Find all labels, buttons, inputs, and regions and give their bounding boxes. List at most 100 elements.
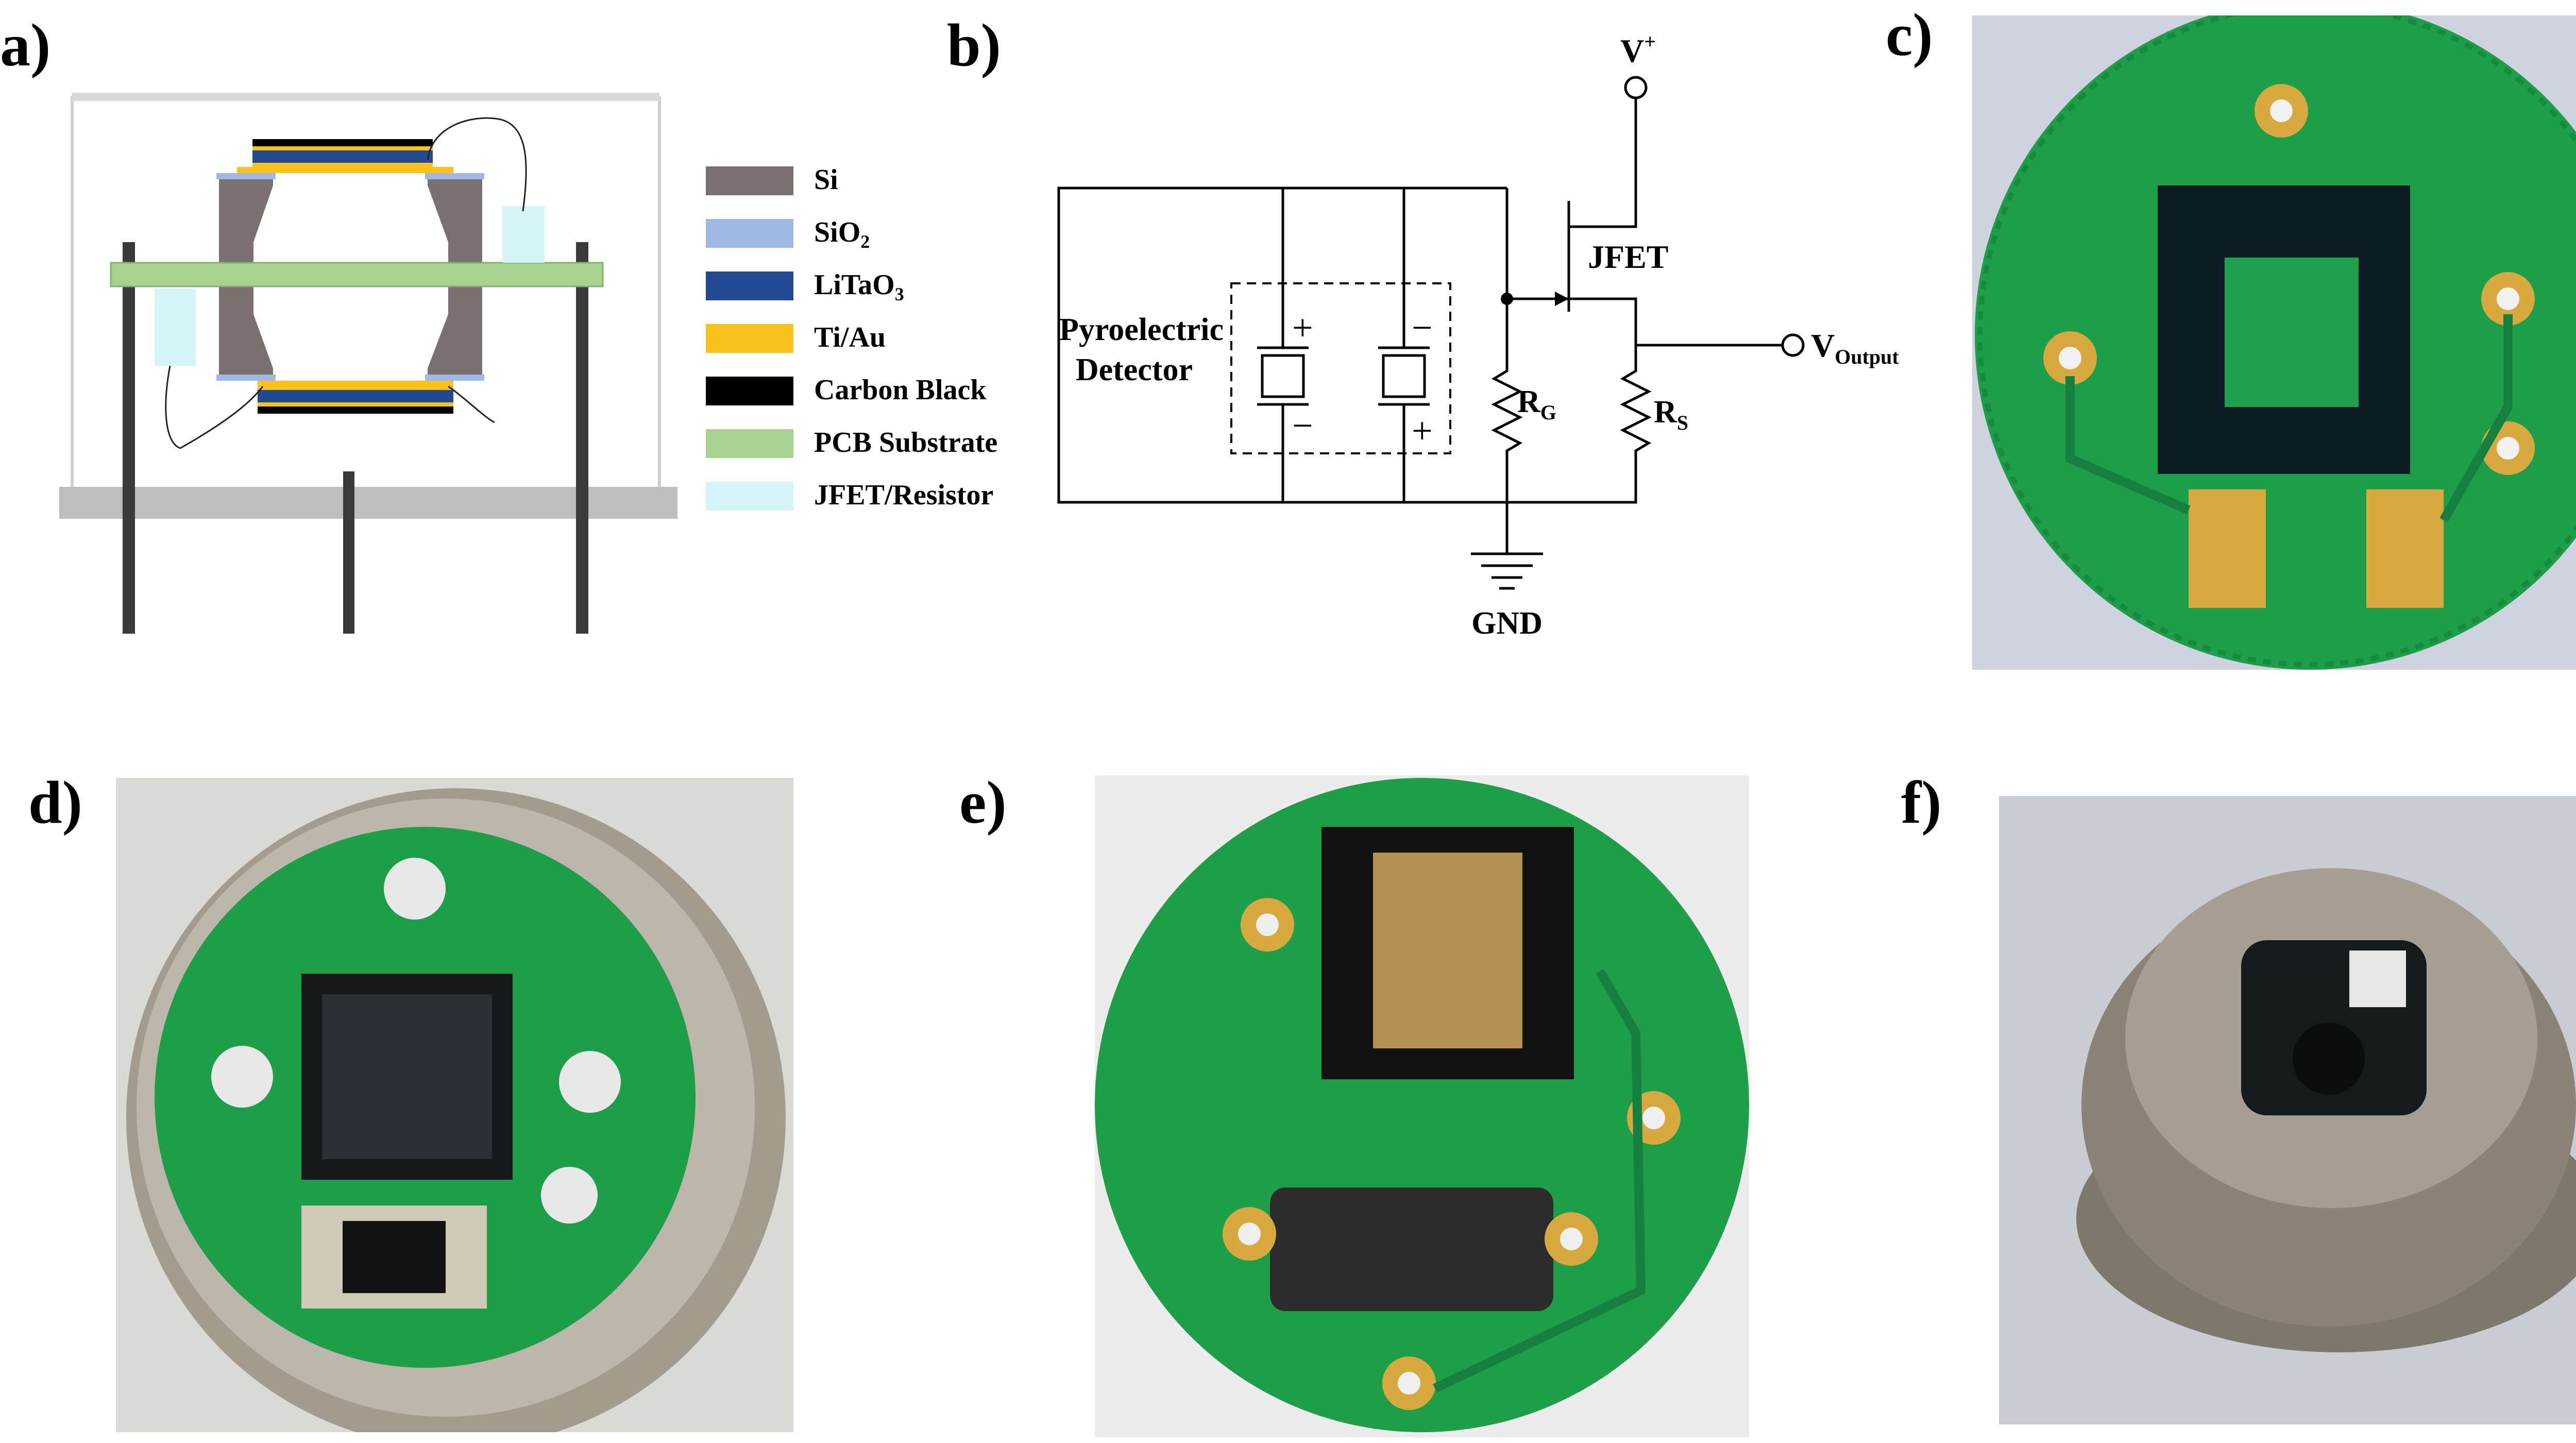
via-hole-right-bottom-c: [2497, 437, 2519, 460]
cap2-minus: −: [1412, 307, 1433, 348]
panel-label-e: e): [959, 769, 1007, 836]
via-hole-left-c: [2059, 347, 2081, 369]
legend-label-pcb: PCB Substrate: [814, 427, 998, 459]
detector-window-c: [2225, 258, 2359, 407]
panel-label-b: b): [947, 11, 1001, 79]
jfet-label: JFET: [1588, 239, 1668, 275]
wire-bottom-left: [165, 365, 264, 449]
jfet-package-e: [1270, 1187, 1553, 1311]
panel-label-d: d): [28, 769, 82, 836]
trace-right-c: [2439, 314, 2513, 523]
cap1-plus: +: [1292, 307, 1313, 348]
jfet-drain: [1569, 98, 1637, 228]
via-hole-right-top-c: [2497, 287, 2519, 310]
legend-label-carbon: Carbon Black: [814, 374, 987, 406]
cap2-plus: +: [1412, 410, 1433, 451]
bottom-au-ledge: [258, 381, 453, 386]
legend-swatch-tiau: [706, 324, 793, 353]
sio2-bottom-left: [216, 375, 276, 381]
wire-top: [427, 117, 527, 212]
legend-swatch-sio2: [706, 219, 793, 248]
panel-label-a: a): [0, 11, 51, 79]
resistor-rg: [1491, 361, 1523, 459]
photo-detector-top-view: [1972, 15, 2576, 670]
legend-swatch-litao3: [706, 271, 793, 300]
cross-section-diagram: [59, 93, 677, 634]
trace-right-e: [1433, 969, 1646, 1393]
gate-node-dot: [1501, 293, 1513, 305]
via-hole-left-e: [1256, 913, 1279, 936]
top-au-1: [252, 146, 433, 150]
top-carbon: [252, 139, 433, 146]
detector-box: [1230, 282, 1451, 454]
legend-label-tiau: Ti/Au: [814, 321, 886, 353]
via-hole-jfet-left-e: [1238, 1223, 1261, 1245]
sio2-top-left: [216, 173, 276, 179]
legend-label-sio2: SiO2: [814, 216, 870, 252]
resistor-d-center: [343, 1221, 446, 1293]
top-au-2: [252, 163, 433, 167]
header-base: [59, 487, 677, 519]
photo-detector-with-jfet: [1095, 775, 1749, 1437]
cap1-minus: −: [1292, 405, 1313, 446]
wire-bottom-right: [448, 385, 495, 423]
bottom-carbon: [258, 406, 453, 414]
bottom-au-2: [258, 402, 453, 406]
gnd-label: GND: [1471, 606, 1543, 641]
detector-label-line1: Pyroelectric: [1059, 312, 1224, 347]
via-hole-top-c: [2270, 99, 2293, 122]
panel-label-c: c): [1886, 1, 1933, 69]
sensor-white-part-f: [2349, 950, 2406, 1007]
pin-left: [123, 242, 135, 634]
legend-swatch-jfet: [706, 482, 793, 511]
pcb-disc-c-edge: [1977, 15, 2576, 667]
rg-label: RG: [1517, 384, 1556, 424]
resistor-rs: [1620, 363, 1652, 461]
detector-chip-d-inner: [322, 994, 492, 1159]
cap1-body: [1261, 354, 1305, 398]
legend-label-si: Si: [814, 164, 838, 196]
via-hole-jfet-right-e: [1560, 1228, 1583, 1250]
silicon-left-taper-b: [253, 314, 273, 376]
jfet-block: [502, 206, 545, 263]
top-litao3: [252, 150, 433, 163]
via-right-d: [559, 1051, 621, 1113]
vout-label: VOutput: [1811, 327, 1899, 368]
gold-pad-right-c: [2366, 489, 2444, 608]
sio2-bottom-right: [425, 375, 484, 381]
vout-terminal: [1781, 333, 1805, 357]
via-top-d: [384, 858, 446, 920]
via-hole-bottom-e: [1398, 1372, 1420, 1395]
legend-label-litao3: LiTaO3: [814, 269, 904, 305]
jfet-gate-arrow: [1555, 292, 1569, 306]
detector-label-line2: Detector: [1076, 352, 1193, 387]
legend-swatch-pcb: [706, 429, 793, 458]
photo-mounted-detector: [116, 778, 793, 1432]
sio2-top-right: [425, 173, 484, 179]
trace-left-c: [2065, 376, 2191, 515]
jfet-source: [1569, 297, 1637, 363]
bottom-litao3: [258, 390, 453, 402]
legend-label-jfet: JFET/Resistor: [814, 479, 994, 511]
pcb-substrate: [110, 262, 604, 287]
pin-middle: [343, 471, 354, 634]
vplus-terminal: [1624, 76, 1648, 99]
pin-right: [576, 242, 588, 634]
sensor-lens-f: [2293, 1023, 2365, 1095]
resistor-block: [155, 288, 196, 366]
via-left-d: [211, 1046, 273, 1108]
cap2-body: [1382, 354, 1426, 398]
layer-legend: Si SiO2 LiTaO3 Ti/Au Carbon Black PCB Su…: [706, 162, 997, 533]
via-hole-right-e: [1642, 1107, 1665, 1129]
rs-label: RS: [1654, 395, 1688, 434]
legend-swatch-si: [706, 166, 793, 195]
panel-label-f: f): [1901, 769, 1942, 836]
circuit-diagram: V+ JFET VOutput Pyroelectric Detector + …: [1057, 31, 1899, 641]
silicon-left-taper: [253, 178, 273, 242]
silicon-right-taper: [428, 178, 448, 242]
silicon-right-taper-b: [428, 314, 448, 376]
legend-swatch-carbon: [706, 377, 793, 405]
bottom-au-1: [258, 386, 453, 390]
gold-pad-left-c: [2189, 489, 2266, 608]
enclosure-cap: [72, 93, 659, 101]
